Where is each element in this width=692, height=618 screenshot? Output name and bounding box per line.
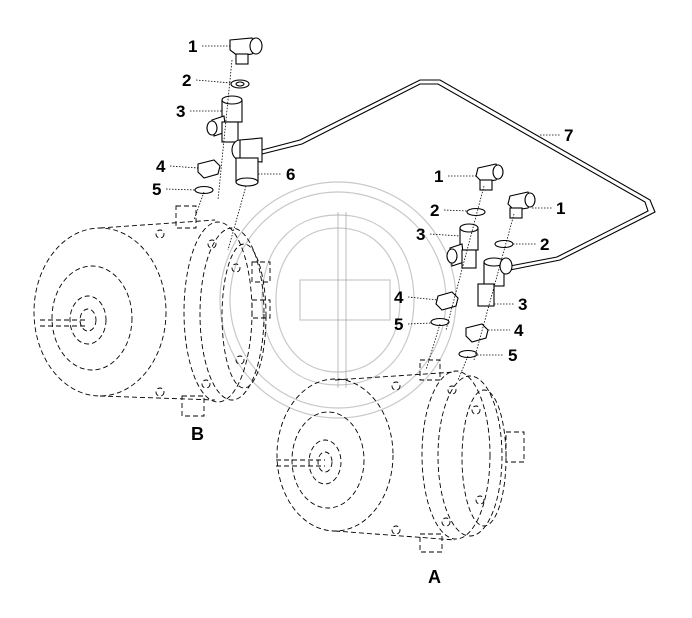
callout-3-stack-a: 3: [416, 225, 425, 244]
callout-7: 7: [564, 126, 573, 145]
callout-2: 2: [182, 71, 191, 90]
callout-4: 4: [156, 157, 166, 176]
motor-a-label: A: [428, 567, 441, 587]
pipe: [261, 79, 656, 271]
callout-5: 5: [152, 180, 161, 199]
leader-lines: [165, 45, 560, 356]
callout-3: 3: [176, 102, 185, 121]
callout-5-stack-a: 5: [394, 315, 403, 334]
motor-b-label: B: [191, 424, 204, 444]
callout-3-stack-b: 3: [518, 295, 527, 314]
left-fitting-stack: [193, 37, 263, 251]
motor-b: [33, 205, 271, 417]
callout-2-stack-a: 2: [430, 201, 439, 220]
callout-4-stack-a: 4: [394, 288, 404, 307]
callout-4-stack-b: 4: [514, 321, 524, 340]
callout-1-stack-b: 1: [556, 199, 565, 218]
callout-5-stack-b: 5: [508, 346, 517, 365]
callout-2-stack-b: 2: [540, 235, 549, 254]
motor-a: [276, 359, 525, 553]
right-fitting-stack-a: [425, 163, 504, 371]
right-fitting-stack-b: [457, 191, 536, 381]
callout-1-stack-a: 1: [434, 167, 443, 186]
callout-1: 1: [188, 37, 197, 56]
callout-6: 6: [286, 165, 295, 184]
